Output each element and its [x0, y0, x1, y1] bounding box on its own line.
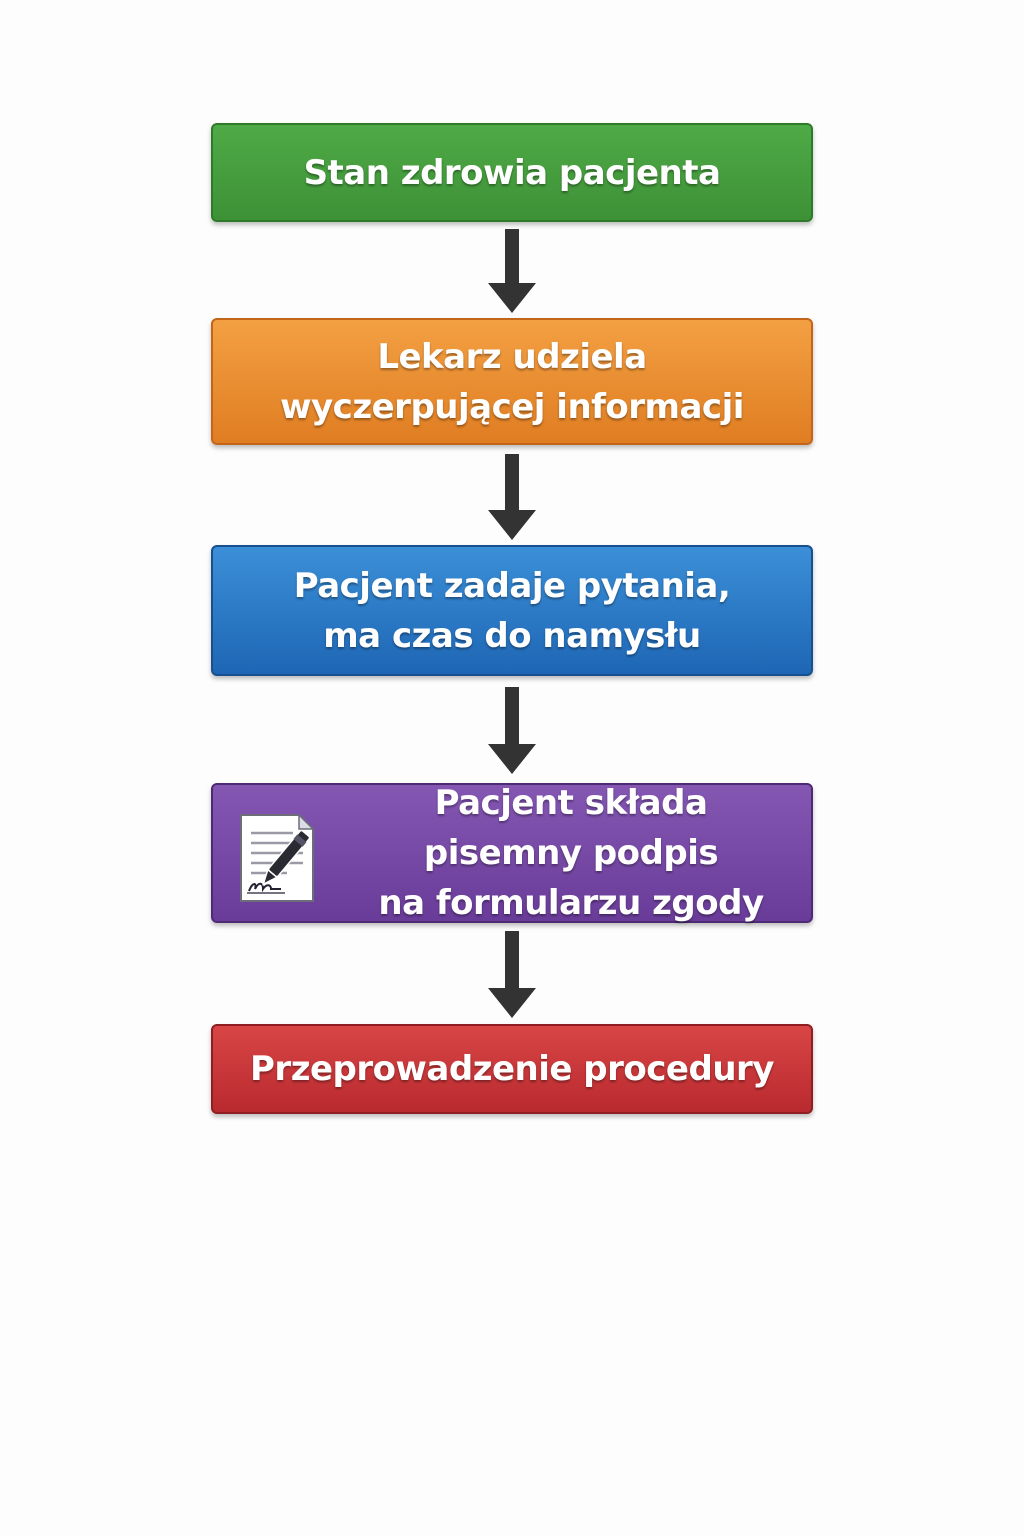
down-arrow-icon [488, 687, 536, 774]
down-arrow-icon [488, 931, 536, 1018]
step-label-line: Pacjent składa pisemny podpis [423, 783, 719, 873]
step-label-line: Przeprowadzenie procedury [250, 1049, 774, 1089]
step-label-line: Lekarz udziela [377, 336, 647, 377]
step-patient-signs: Pacjent składa pisemny podpis na formula… [211, 783, 813, 923]
step-procedure: Przeprowadzenie procedury [211, 1024, 813, 1114]
step-doctor-informs: Lekarz udziela wyczerpującej informacji [211, 318, 813, 445]
down-arrow-icon [488, 454, 536, 540]
step-label-line: Stan zdrowia pacjenta [303, 152, 721, 193]
step-health-status: Stan zdrowia pacjenta [211, 123, 813, 222]
step-label-line: Pacjent zadaje pytania, [293, 565, 731, 606]
step-label-line: wyczerpującej informacji [280, 386, 744, 427]
step-label-line: ma czas do namysłu [323, 615, 701, 656]
signed-document-icon [237, 811, 347, 907]
step-label-line: na formularzu zgody [378, 883, 764, 923]
step-patient-asks: Pacjent zadaje pytania, ma czas do namys… [211, 545, 813, 676]
down-arrow-icon [488, 229, 536, 313]
